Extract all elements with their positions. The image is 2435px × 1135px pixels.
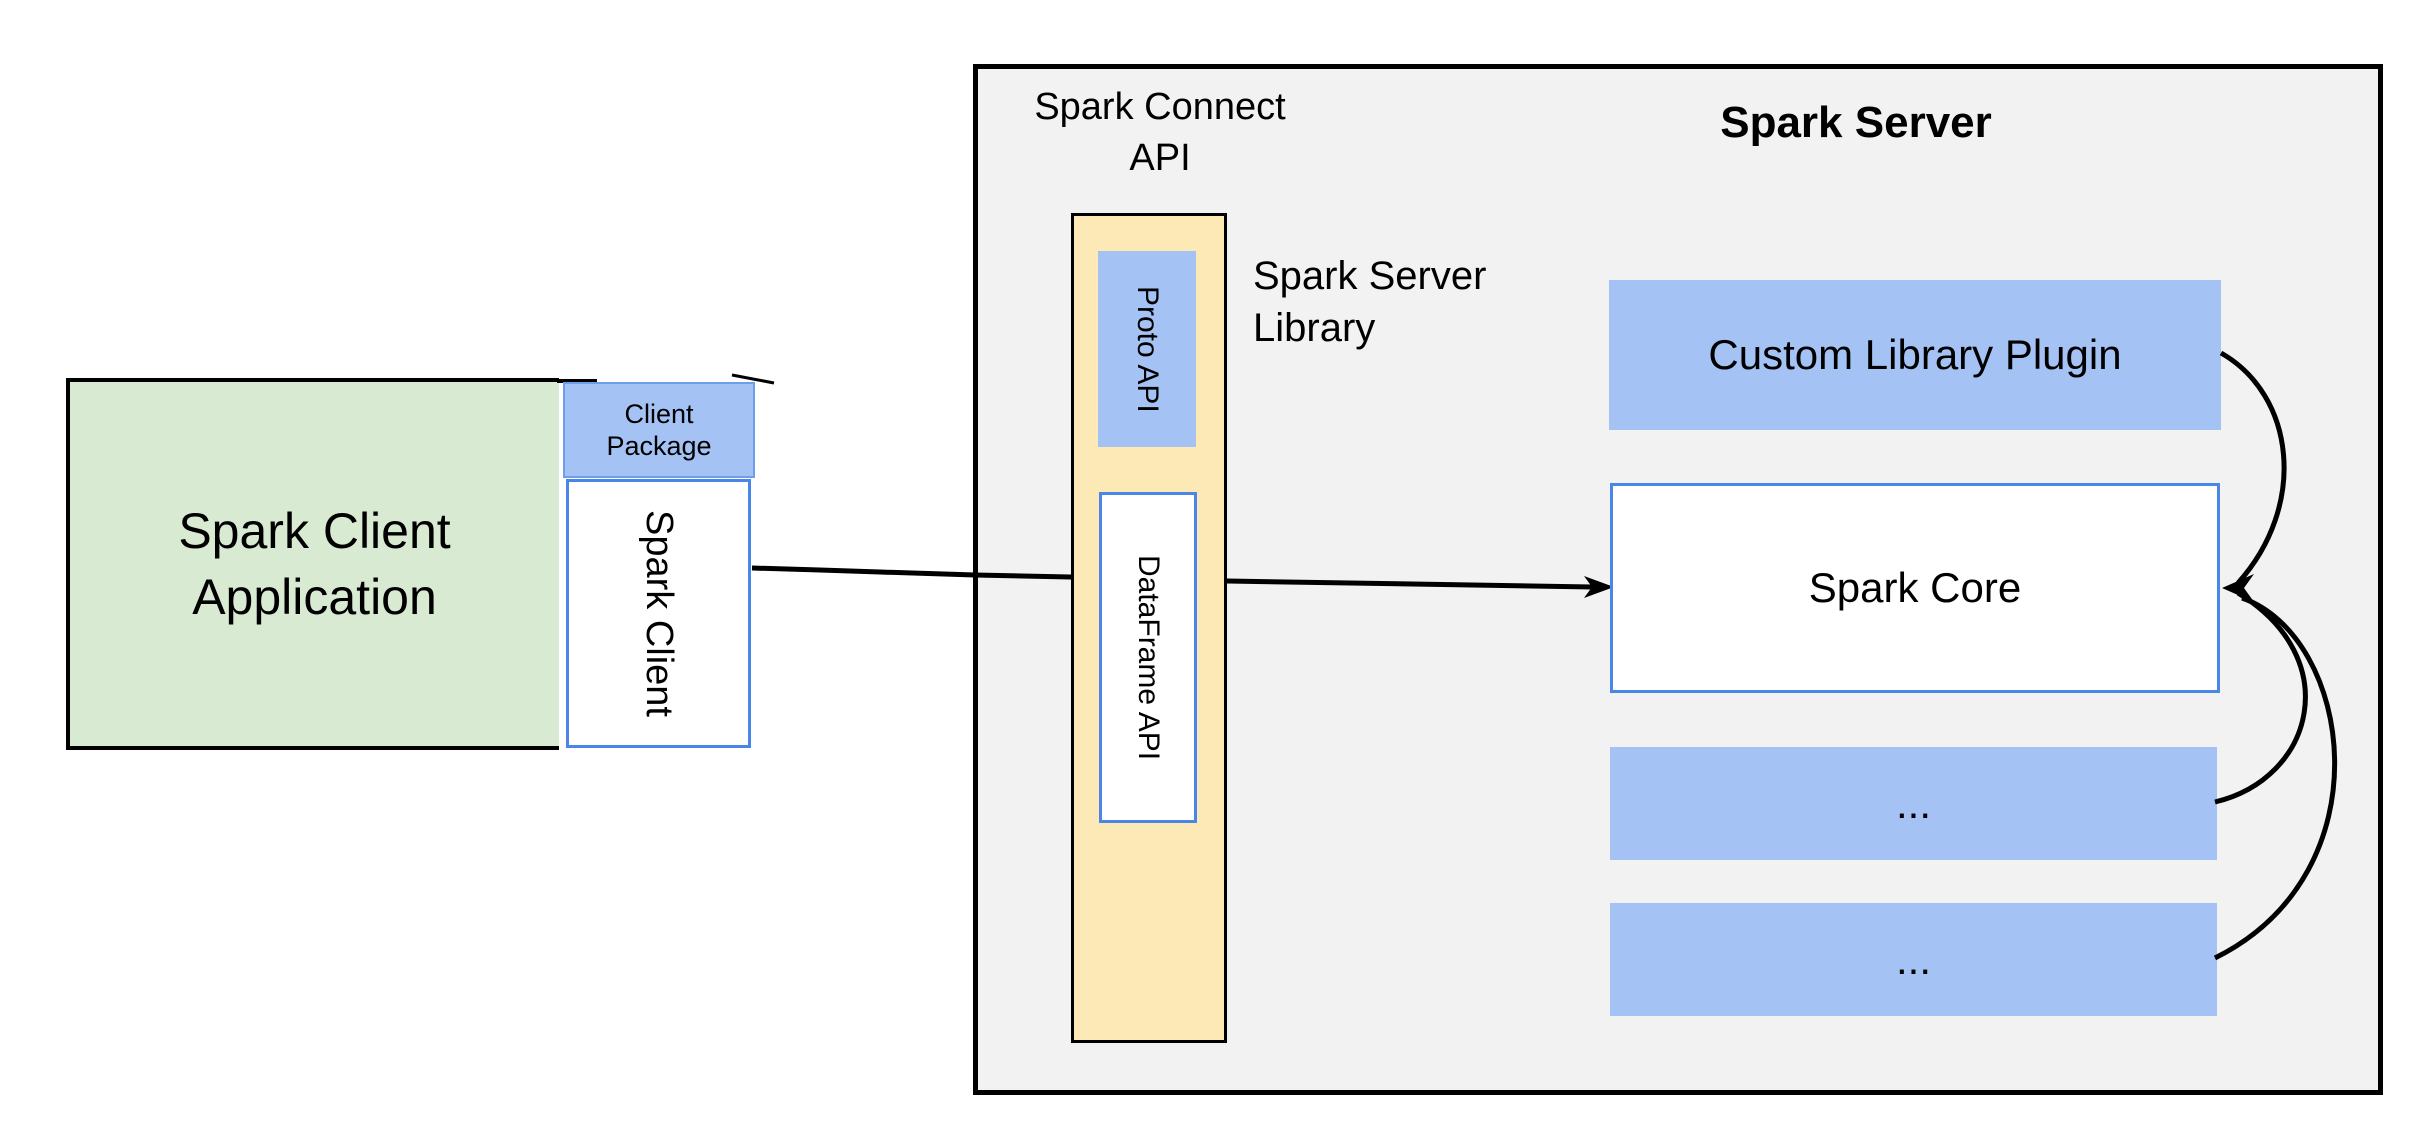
- spark-client-application-label: Spark Client Application: [178, 503, 451, 625]
- custom-library-plugin-box: Custom Library Plugin: [1609, 280, 2221, 430]
- plugin-ellipsis-box-top: ...: [1610, 747, 2217, 860]
- plugin-ellipsis-box-bottom: ...: [1610, 903, 2217, 1016]
- client-package-box: Client Package: [563, 382, 755, 478]
- spark-connect-api-title: Spark Connect API: [1034, 86, 1286, 179]
- dataframe-api-label: DataFrame API: [1132, 554, 1165, 761]
- dataframe-api-box: DataFrame API: [1099, 492, 1197, 823]
- proto-api-label: Proto API: [1131, 285, 1164, 413]
- spark-server-title: Spark Server: [1720, 98, 1992, 147]
- proto-api-box: Proto API: [1098, 251, 1196, 447]
- ellipsis-label: ...: [1895, 779, 1931, 827]
- spark-core-label: Spark Core: [1808, 564, 2022, 611]
- spark-client-label: Spark Client: [638, 510, 680, 717]
- spark-core-box: Spark Core: [1610, 483, 2220, 693]
- client-box-top-border-extension: [557, 379, 597, 383]
- client-package-label: Client Package: [606, 399, 712, 461]
- ellipsis-label: ...: [1895, 935, 1931, 983]
- spark-server-library-label: Spark Server Library: [1253, 254, 1487, 350]
- spark-client-box: Spark Client: [566, 479, 751, 748]
- custom-library-plugin-label: Custom Library Plugin: [1708, 331, 2122, 378]
- spark-client-application-box: Spark Client Application: [66, 378, 559, 750]
